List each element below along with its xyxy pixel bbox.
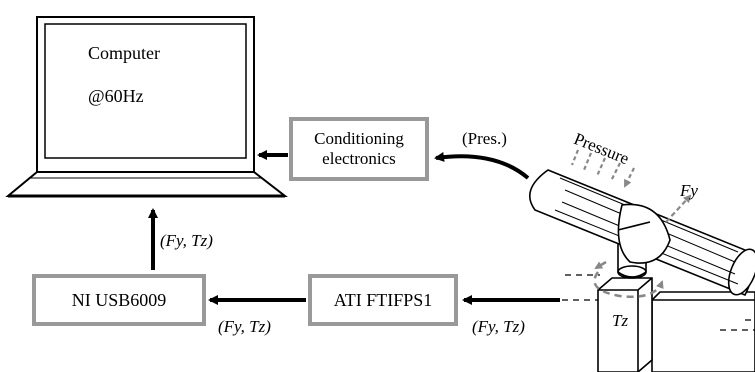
conditioning-label: Conditioning electronics [291, 119, 427, 179]
computer-title: Computer [88, 43, 160, 63]
tz-label: Tz [612, 311, 629, 330]
fy-label: Fy [680, 181, 698, 200]
force-torque-sensor-label: (Fy, Tz) [472, 317, 525, 336]
computer-rate: @60Hz [88, 86, 144, 106]
conditioning-box [289, 117, 429, 181]
pressure-signal-label: (Pres.) [462, 129, 507, 148]
conditioning-line1: Conditioning [314, 129, 404, 149]
ati-sensor-label: ATI FTIFPS1 [333, 289, 433, 310]
sensor-mechanism-drawing [528, 149, 755, 372]
ni-daq-box [32, 274, 206, 326]
force-torque-computer-label: (Fy, Tz) [160, 231, 213, 250]
ati-sensor-box [308, 274, 458, 326]
laptop-icon [5, 16, 288, 198]
force-torque-ni-label: (Fy, Tz) [218, 317, 271, 336]
arrow-sensor-to-conditioning [434, 151, 530, 180]
conditioning-line2: electronics [322, 149, 396, 168]
ni-daq-label: NI USB6009 [71, 289, 167, 310]
